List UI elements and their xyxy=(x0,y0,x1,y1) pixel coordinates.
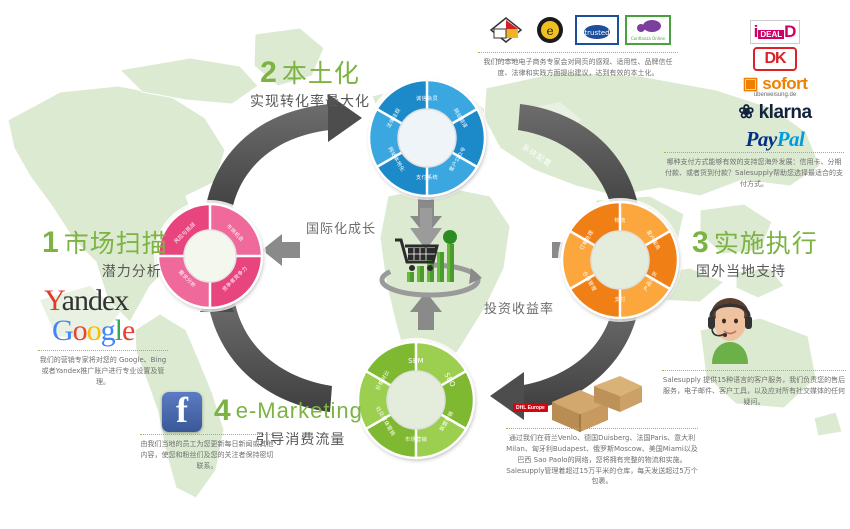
segment-label-market-marketing: 市场营销 xyxy=(405,435,427,443)
divider-dotted xyxy=(38,350,168,351)
paypal-logo: PayPal xyxy=(745,127,805,151)
caption-market-scan-text: 我们的营销专家将对您的 Google、Bing或者Yandex推广账户进行专业设… xyxy=(39,356,167,386)
confianza-badge-icon: Confianza Online xyxy=(625,14,671,52)
label-international-growth: 国际化成长 xyxy=(306,222,377,237)
dk-logo-wrap: DK xyxy=(710,47,840,71)
divider-dotted xyxy=(664,152,844,153)
parcel-boxes-image xyxy=(542,372,642,434)
segment-label-payment-system: 支付系统 xyxy=(416,173,438,181)
segment-label-payment: 支付 xyxy=(615,295,626,303)
dk-logo: DK xyxy=(753,47,797,71)
section-number-1: 1 xyxy=(42,226,59,259)
section-subtitle-2: 实现转化率最大化 xyxy=(250,94,370,110)
segment-label-logistics: 物流 xyxy=(615,216,626,224)
donut-chart-execution: 物流 客户服务 产品退货 支付 仓储管理 订单处理 xyxy=(556,196,684,324)
caption-emarketing-text: 由我们当地的员工为您更新每日新闻或其他内容，使您和粉丝们及您的关注者保持密切联系… xyxy=(140,440,274,470)
caption-emarketing: 由我们当地的员工为您更新每日新闻或其他内容，使您和粉丝们及您的关注者保持密切联系… xyxy=(140,434,274,472)
svg-text:trusted: trusted xyxy=(584,29,609,37)
thuiswinkel-badge-icon: thuiswinkel xyxy=(487,14,525,62)
donut-chart-localization: 诚信会员 网站翻译 客户公众号 支付系统 网站本地化 法律法规 xyxy=(363,74,491,202)
section-title-4: e-Marketing xyxy=(235,398,363,423)
label-roi: 投资收益率 xyxy=(484,302,555,317)
shopping-cart-growth-icon xyxy=(375,222,485,302)
svg-text:e: e xyxy=(546,24,553,38)
trust-badge-row: thuiswinkel e trusted Confianza Online xyxy=(487,14,671,62)
support-agent-photo xyxy=(690,290,770,366)
thuiswinkel-badge-label: thuiswinkel xyxy=(495,58,517,62)
divider-dotted xyxy=(506,428,698,429)
section-subtitle-4: 引导消费流量 xyxy=(255,432,346,448)
section-subtitle-3: 国外当地支持 xyxy=(696,264,786,280)
section-number-4: 4 xyxy=(214,394,231,427)
caption-payment: 哪种支付方式能够有效的支持您海外发展：信用卡、分期付款、或者货到付款？Sales… xyxy=(664,152,844,190)
caption-market-scan: 我们的营销专家将对您的 Google、Bing或者Yandex推广账户进行专业设… xyxy=(38,350,168,388)
caption-logistics: 通过我们在荷兰Venlo、德国Duisberg、法国Paris、意大利Milan… xyxy=(506,428,698,487)
caption-localization-text: 我们的本地电子商务专家会对网页的感观、适用性、品牌信任度、法律和实践方面提出建议… xyxy=(483,58,673,77)
courier-tag: DHL Europe xyxy=(513,404,548,412)
caption-support: Salesupply 提供15种语言的客户服务，我们负责您的售后服务，电子邮件、… xyxy=(662,370,846,408)
etrusted-badge-icon: e xyxy=(531,14,569,52)
section-title-3: 实施执行 xyxy=(713,228,818,258)
segment-label-sem: SEM xyxy=(408,357,424,365)
facebook-logo: f xyxy=(162,392,202,432)
section-title-2: 本土化 xyxy=(281,58,360,88)
donut-chart-market-scan: 风险与挑战 市场机会 竞争者竞争力 需求分析 xyxy=(152,198,268,314)
svg-text:Confianza Online: Confianza Online xyxy=(631,36,666,41)
section-number-3: 3 xyxy=(692,226,709,259)
facebook-icon: f xyxy=(162,392,202,432)
segment-label-trust-member: 诚信会员 xyxy=(416,94,438,102)
caption-logistics-text: 通过我们在荷兰Venlo、德国Duisberg、法国Paris、意大利Milan… xyxy=(506,434,698,486)
caption-payment-text: 哪种支付方式能够有效的支持您海外发展：信用卡、分期付款、或者货到付款？Sales… xyxy=(664,158,844,188)
section-title-1: 市场扫描 xyxy=(63,228,168,258)
donut-chart-emarketing: SEM SEO 联盟营销 市场营销 社交媒体营销 价格对比 xyxy=(352,336,480,464)
divider-dotted xyxy=(140,434,274,435)
yandex-logo: Yandex xyxy=(44,284,129,317)
divider-dotted xyxy=(478,52,678,53)
section-number-2: 2 xyxy=(260,56,277,89)
google-logo: Google xyxy=(52,314,135,347)
trustedshops-badge-icon: trusted xyxy=(575,14,619,52)
section-subtitle-1: 潜力分析 xyxy=(101,264,162,280)
klarna-logo: ❀ klarna xyxy=(738,102,812,123)
caption-support-text: Salesupply 提供15种语言的客户服务，我们负责您的售后服务，电子邮件、… xyxy=(662,376,846,406)
divider-dotted xyxy=(662,370,846,371)
caption-localization: 我们的本地电子商务专家会对网页的感观、适用性、品牌信任度、法律和实践方面提出建议… xyxy=(478,52,678,79)
